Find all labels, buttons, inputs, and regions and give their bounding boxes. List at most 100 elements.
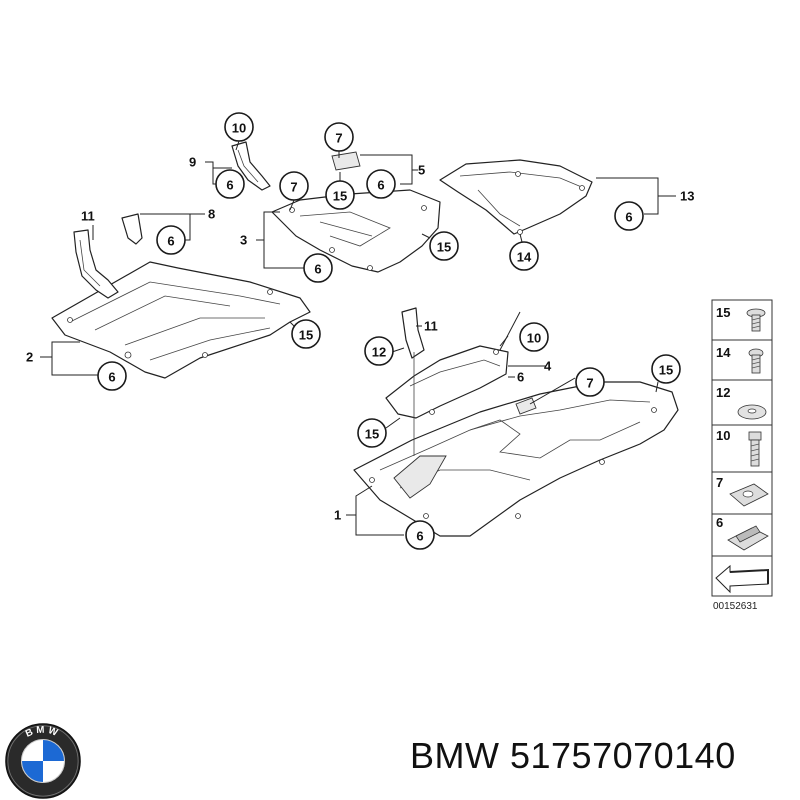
callout-circle — [519, 322, 549, 352]
callout-number: 6 — [314, 262, 321, 277]
bmw-logo: BMW — [5, 723, 81, 799]
callout-circle — [364, 336, 394, 366]
legend-cell-10 — [711, 424, 773, 473]
callout-circle — [614, 201, 644, 231]
label-1: 1 — [334, 508, 341, 523]
callout-number: 10 — [527, 331, 541, 346]
callout-c15-e: 15 — [357, 418, 387, 448]
callout-number: 15 — [437, 240, 451, 255]
callout-circle — [405, 520, 435, 550]
callout-number: 14 — [517, 250, 532, 265]
callout-c15-c: 15 — [291, 319, 321, 349]
callout-c6-d: 6 — [303, 253, 333, 283]
callout-number: 7 — [335, 131, 342, 146]
callout-number: 6 — [377, 178, 384, 193]
reference-code: 00152631 — [713, 601, 758, 612]
part-11-bracket-top — [73, 229, 119, 299]
legend-label-15: 15 — [716, 305, 730, 320]
callout-c7-b: 7 — [279, 171, 309, 201]
label-11-top: 11 — [81, 209, 95, 224]
callout-circle — [325, 180, 355, 210]
brand-part-number: BMW 51757070140 — [410, 735, 736, 776]
callout-c15-a: 15 — [325, 180, 355, 210]
part-3-middle-panel — [271, 189, 441, 273]
label-13: 13 — [680, 189, 694, 204]
spring-nut-6-icon — [727, 525, 769, 551]
washer-12-icon — [737, 404, 767, 420]
legend-label-10: 10 — [716, 428, 730, 443]
label-6-mid: 6 — [517, 370, 524, 385]
callout-c6-b: 6 — [366, 169, 396, 199]
callout-c6-f: 6 — [97, 361, 127, 391]
screw-14-icon — [748, 348, 764, 374]
plain-labels: 9 5 11 8 3 13 2 11 4 6 1 — [26, 155, 694, 523]
callout-number: 6 — [625, 210, 632, 225]
callout-circle — [291, 319, 321, 349]
callout-circle — [303, 253, 333, 283]
callout-circle — [575, 367, 605, 397]
callout-circle — [224, 112, 254, 142]
legend-cell-15 — [711, 299, 773, 341]
fastener-legend: 15 14 12 10 7 — [711, 299, 773, 612]
callout-c14-a: 14 — [509, 241, 539, 271]
callout-number: 6 — [416, 529, 423, 544]
callout-c15-d: 15 — [651, 354, 681, 384]
label-9: 9 — [189, 155, 196, 170]
callout-circle — [509, 241, 539, 271]
part-11-bracket-mid — [401, 307, 425, 456]
callout-number: 6 — [108, 370, 115, 385]
label-3: 3 — [240, 233, 247, 248]
callout-c7-c: 7 — [575, 367, 605, 397]
callout-number: 7 — [290, 180, 297, 195]
part-13-upper-right-shield — [439, 159, 593, 235]
callout-circle — [651, 354, 681, 384]
callout-number: 12 — [372, 345, 386, 360]
label-11-mid: 11 — [424, 319, 438, 334]
label-2: 2 — [26, 350, 33, 365]
callout-circle — [156, 225, 186, 255]
leader-lines — [40, 137, 676, 536]
legend-cell-12 — [711, 379, 773, 426]
callout-circle — [324, 122, 354, 152]
callout-c6-g: 6 — [405, 520, 435, 550]
callout-c10-top: 10 — [224, 112, 254, 142]
part-4-duct — [385, 345, 509, 419]
svg-text:BMW: BMW — [24, 725, 62, 740]
callout-c15-b: 15 — [429, 231, 459, 261]
direction-arrow-icon — [715, 564, 769, 594]
label-4: 4 — [544, 359, 552, 374]
legend-label-12: 12 — [716, 385, 730, 400]
callout-circle — [366, 169, 396, 199]
callout-number: 6 — [226, 178, 233, 193]
part-7-mid-clip — [515, 397, 537, 415]
callout-c6-c: 6 — [156, 225, 186, 255]
callout-c10-mid: 10 — [519, 322, 549, 352]
part-5-clip — [331, 151, 361, 171]
callout-number: 15 — [333, 189, 347, 204]
callout-circle — [429, 231, 459, 261]
callout-c6-a: 6 — [215, 169, 245, 199]
legend-label-6: 6 — [716, 515, 723, 530]
label-5: 5 — [418, 163, 425, 178]
part-8-clip — [121, 213, 143, 245]
callout-c7-a: 7 — [324, 122, 354, 152]
callout-circle — [357, 418, 387, 448]
screw-15-icon — [746, 308, 766, 332]
callout-number: 15 — [659, 363, 673, 378]
callout-c12: 12 — [364, 336, 394, 366]
callout-circle — [279, 171, 309, 201]
part-1-main-underbody-panel — [353, 381, 679, 537]
callout-number: 10 — [232, 121, 246, 136]
callout-number: 6 — [167, 234, 174, 249]
callout-circle — [97, 361, 127, 391]
legend-label-7: 7 — [716, 475, 723, 490]
legend-cell-14 — [711, 339, 773, 381]
callout-circle — [215, 169, 245, 199]
callout-c6-e: 6 — [614, 201, 644, 231]
bolt-10-icon — [748, 431, 762, 467]
logo-lettering: BMW — [24, 725, 59, 740]
callout-number: 15 — [365, 427, 379, 442]
callout-number: 7 — [586, 376, 593, 391]
part-9-bracket — [231, 141, 271, 191]
